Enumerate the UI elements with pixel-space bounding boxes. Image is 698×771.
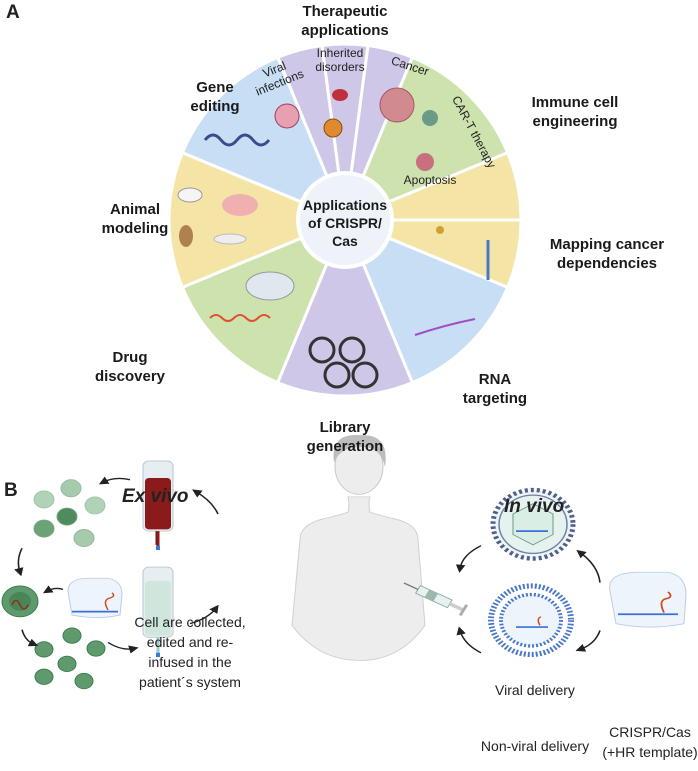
label-line: applications xyxy=(301,22,389,39)
plasmid-icon xyxy=(308,336,336,364)
collected-cells-icon xyxy=(33,479,106,547)
zebrafish-icon xyxy=(213,233,247,245)
panel-a-letter: A xyxy=(6,2,20,23)
t-cell-icon xyxy=(422,110,438,126)
ex-vivo-title: Ex vivo xyxy=(122,486,189,507)
cancer-cell-icon xyxy=(416,153,434,171)
blood-bag-icon xyxy=(142,460,174,550)
infusion-bag-icon xyxy=(142,566,174,658)
label-line: modeling xyxy=(101,220,169,237)
red-blood-cell-icon xyxy=(332,89,348,101)
label-line: dependencies xyxy=(556,255,658,272)
label-immune-cell-engineering: Immune cell engineering xyxy=(515,93,635,131)
plasmid-icon xyxy=(338,336,366,364)
label-line: editing xyxy=(190,98,240,115)
label-mapping-cancer-dependencies: Mapping cancer dependencies xyxy=(532,235,682,273)
text-line: infused in the xyxy=(148,654,232,670)
center-circle xyxy=(296,171,394,269)
dna-icon xyxy=(203,133,271,147)
text-line: (+HR template) xyxy=(602,744,698,760)
text-line: Cell are collected, xyxy=(134,614,246,630)
fly-icon xyxy=(179,225,193,247)
label-line: discovery xyxy=(94,368,166,385)
sub-apoptosis: Apoptosis xyxy=(403,173,457,187)
label-line: Drug xyxy=(112,349,148,366)
lipid-nanoparticle-icon xyxy=(488,583,574,658)
crispr-cas-icon xyxy=(67,577,123,619)
edited-cell-icon xyxy=(1,585,39,618)
syringe-icon xyxy=(403,582,469,616)
pig-icon xyxy=(222,194,258,216)
text-line: patient´s system xyxy=(139,674,241,690)
label-line: Immune cell xyxy=(531,94,619,111)
label-line: Mapping cancer xyxy=(549,236,665,253)
patient-body-icon xyxy=(291,434,426,661)
in-vivo-title: In vivo xyxy=(504,496,565,517)
crispr-cas-label: CRISPR/Cas (+HR template) xyxy=(600,722,698,762)
label-line: Gene xyxy=(196,79,234,96)
label-line: Therapeutic xyxy=(302,3,388,20)
virus-icon xyxy=(274,103,300,129)
rna-strand-icon xyxy=(414,318,476,336)
label-rna-targeting: RNA targeting xyxy=(450,370,540,408)
dna-strands-icon xyxy=(209,314,271,322)
mouse-icon xyxy=(177,187,203,203)
label-line: targeting xyxy=(462,390,528,407)
label-therapeutic-applications: Therapeutic applications xyxy=(280,2,410,40)
label-animal-modeling: Animal modeling xyxy=(85,200,185,238)
petri-dish-icon xyxy=(245,271,295,301)
label-line: engineering xyxy=(532,113,618,130)
viral-delivery-label: Viral delivery xyxy=(495,682,575,698)
label-library-generation: Library generation xyxy=(290,418,400,456)
eye-icon xyxy=(323,118,343,138)
label-line: Inherited xyxy=(316,46,364,60)
label-drug-discovery: Drug discovery xyxy=(80,348,180,386)
label-line: of CRISPR/ xyxy=(308,215,382,231)
panel-b-letter: B xyxy=(4,480,18,501)
edited-cells-icon xyxy=(34,627,106,690)
crispr-cas-hr-template-icon xyxy=(609,571,687,628)
label-line: disorders xyxy=(315,60,365,74)
label-line: Cas xyxy=(332,233,358,249)
text-line: edited and re- xyxy=(146,634,234,650)
label-line: RNA xyxy=(478,371,512,388)
process-arrows xyxy=(14,476,601,654)
viral-vector-icon xyxy=(490,487,576,561)
label-line: Animal xyxy=(109,201,160,218)
ex-vivo-description: Cell are collected, edited and re-infused… xyxy=(120,612,260,692)
label-line: generation xyxy=(306,438,384,455)
network-hub-icon xyxy=(436,226,444,234)
label-line: Applications xyxy=(302,197,387,213)
label-gene-editing: Gene editing xyxy=(170,78,260,116)
non-viral-delivery-label: Non-viral delivery xyxy=(480,738,590,754)
label-line: Library xyxy=(319,419,371,436)
plasmid-icon xyxy=(351,361,379,389)
text-line: CRISPR/Cas xyxy=(609,724,691,740)
tumor-icon xyxy=(379,87,415,123)
plasmid-icon xyxy=(323,361,351,389)
center-label: Applications of CRISPR/Cas xyxy=(290,196,400,250)
